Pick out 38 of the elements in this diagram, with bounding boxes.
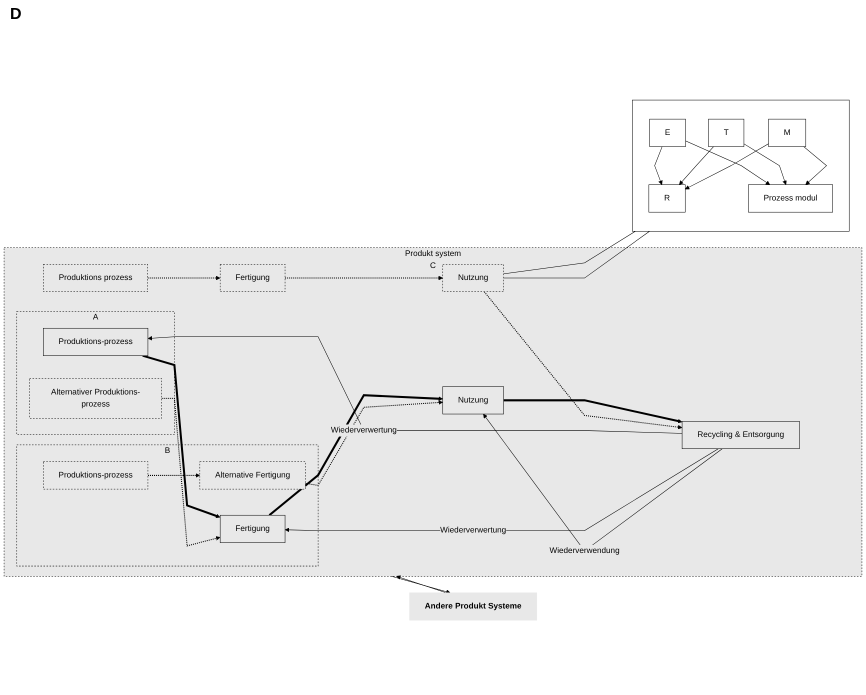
node-box: T bbox=[708, 118, 744, 147]
arrow bbox=[148, 336, 682, 434]
node-box: Recycling & Entsorgung bbox=[682, 420, 800, 449]
arrow bbox=[484, 291, 682, 430]
arrow bbox=[679, 146, 714, 185]
node-box: R bbox=[648, 184, 686, 212]
edge-label: Wiederverwertung bbox=[440, 526, 506, 535]
arrow bbox=[162, 398, 220, 546]
arrow bbox=[391, 576, 451, 594]
node-box: E bbox=[649, 118, 686, 147]
node-box: Fertigung bbox=[220, 264, 286, 292]
cluster bbox=[632, 100, 850, 232]
arrow bbox=[148, 276, 220, 280]
node-box: Fertigung bbox=[220, 514, 286, 543]
edge-label: Wiederverwertung bbox=[330, 426, 397, 434]
edge-label: Wiederverwendung bbox=[550, 546, 620, 555]
arrow bbox=[654, 146, 663, 185]
arrow bbox=[396, 575, 446, 593]
arrow bbox=[285, 276, 443, 280]
node-box: Produktions prozess bbox=[43, 264, 148, 292]
arrow bbox=[744, 143, 787, 185]
arrow bbox=[268, 394, 443, 516]
arrow bbox=[803, 146, 827, 185]
connector bbox=[503, 230, 636, 274]
node-box: Alternative Fertigung bbox=[200, 461, 306, 490]
node-box: Nutzung bbox=[442, 386, 504, 414]
node-box: Produktions-prozess bbox=[43, 461, 148, 490]
node-box: Produktions-prozess bbox=[43, 328, 148, 356]
arrow bbox=[148, 473, 200, 478]
region-letter: D bbox=[10, 6, 22, 23]
node-box: Prozess modul bbox=[748, 184, 833, 212]
node-box: Nutzung bbox=[442, 264, 504, 292]
connector bbox=[503, 230, 650, 278]
arrow bbox=[142, 354, 220, 518]
arrow bbox=[504, 399, 682, 424]
node-box: M bbox=[768, 118, 806, 147]
node-box: Andere Produkt Systeme bbox=[409, 592, 538, 620]
node-box: Alternativer Produktions-prozess bbox=[29, 378, 162, 418]
